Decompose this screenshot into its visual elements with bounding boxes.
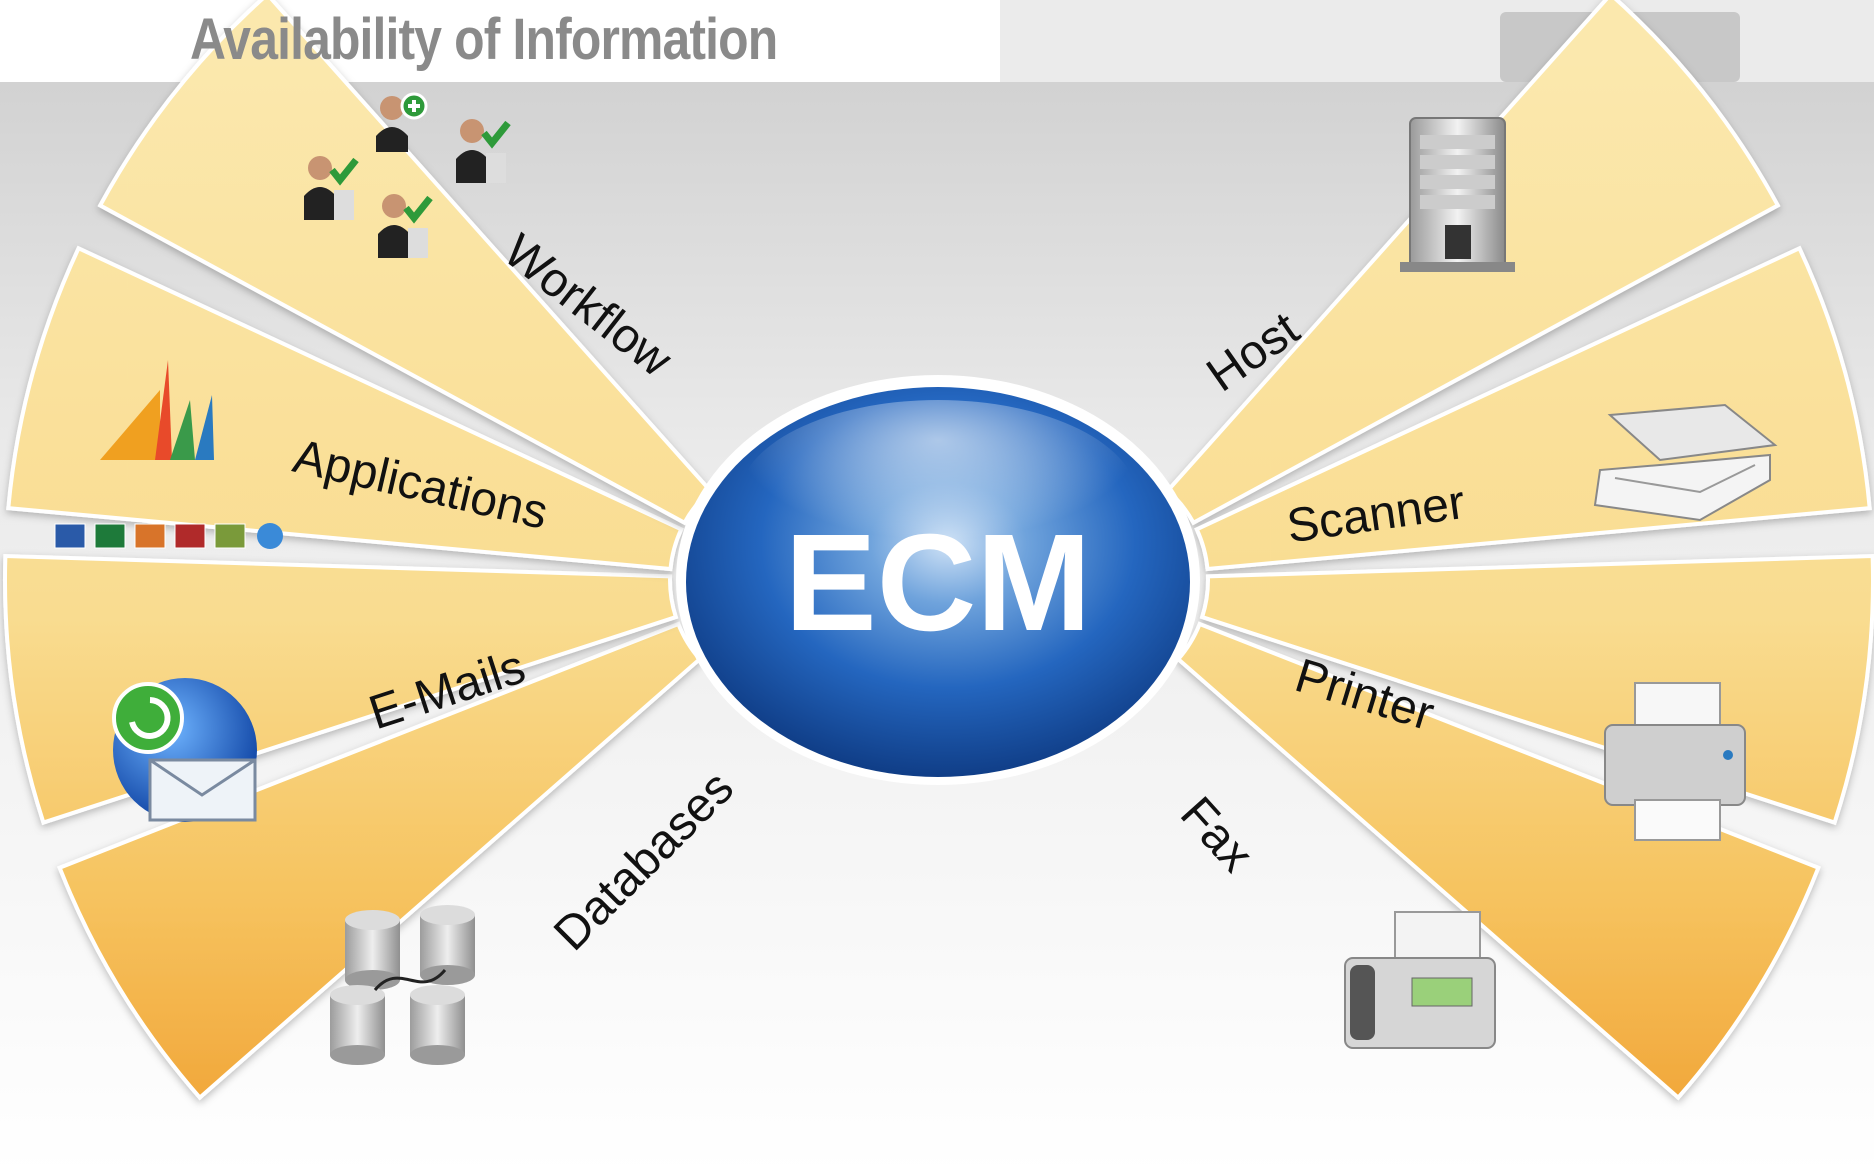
database-network-icon [330,905,475,1065]
flatbed-scanner-icon [1593,403,1778,522]
segment-fax [1175,621,1821,1101]
email-globe-icon [112,678,257,822]
users-checkmark-icon [304,92,511,258]
server-tower-icon [1400,117,1515,272]
printer-icon [1604,682,1746,841]
page-title: Availability of Information [190,7,778,72]
background-photo [1000,0,1874,82]
segment-emails [6,245,684,572]
ecm-label: ECM [785,506,1092,660]
segment-workflow [57,621,703,1101]
office-apps-icon [54,360,283,549]
fax-machine-icon [1344,911,1496,1049]
ecm-hub: ECM [676,375,1200,785]
